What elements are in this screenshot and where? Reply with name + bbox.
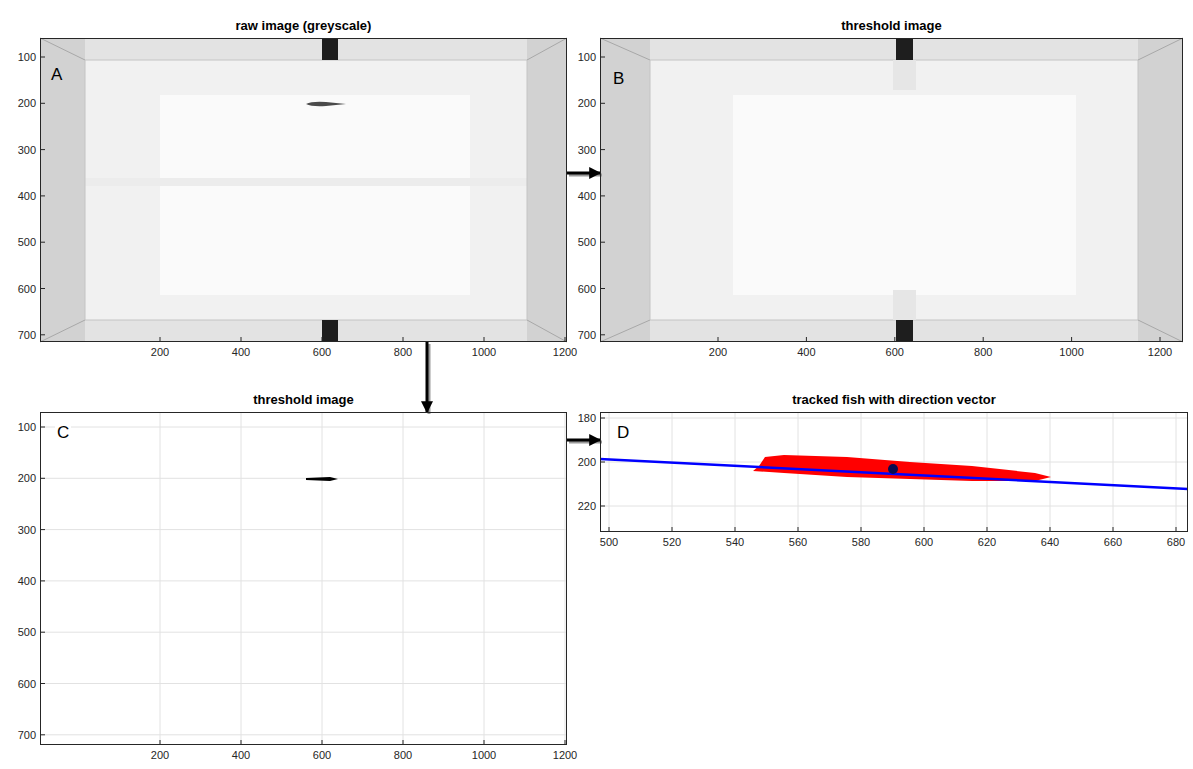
fish-blob xyxy=(306,477,338,481)
tick-label: 300 xyxy=(18,144,36,155)
tick-label: 220 xyxy=(578,501,596,512)
grid-line xyxy=(484,412,485,745)
grid-line xyxy=(40,478,567,479)
tick-label: 500 xyxy=(18,237,36,248)
tick-label: 580 xyxy=(852,537,870,548)
panel-letter: C xyxy=(55,423,71,442)
panel-letter: A xyxy=(49,65,64,84)
plot-title: threshold image xyxy=(1,392,606,407)
grid-line xyxy=(600,418,1188,419)
tick-label: 700 xyxy=(18,729,36,740)
tick-label: 200 xyxy=(578,457,596,468)
tick-label: 100 xyxy=(18,422,36,433)
tick-label: 1200 xyxy=(1148,347,1172,358)
plot-title: threshold image xyxy=(561,18,1193,33)
panel-letter: D xyxy=(615,423,631,442)
grid-line xyxy=(322,412,323,745)
tick-label: 180 xyxy=(578,413,596,424)
tick-label: 200 xyxy=(578,98,596,109)
tick-label: 400 xyxy=(18,575,36,586)
tick-label: 660 xyxy=(1104,537,1122,548)
tick-label: 100 xyxy=(578,52,596,63)
tick-label: 600 xyxy=(18,283,36,294)
flow-arrow xyxy=(567,172,600,175)
tick-label: 300 xyxy=(578,144,596,155)
grid-line xyxy=(1113,412,1114,532)
grid-line xyxy=(735,412,736,532)
tick-label: 600 xyxy=(578,283,596,294)
plot-title: raw image (greyscale) xyxy=(1,18,606,33)
tick-label: 500 xyxy=(600,537,618,548)
plot-title: tracked fish with direction vector xyxy=(561,392,1193,407)
plot-panel: threshold imageC xyxy=(40,412,567,745)
tick-label: 400 xyxy=(578,190,596,201)
tick-label: 600 xyxy=(886,347,904,358)
tick-label: 400 xyxy=(18,190,36,201)
tick-label: 400 xyxy=(232,750,250,761)
tick-label: 520 xyxy=(663,537,681,548)
tick-label: 500 xyxy=(18,627,36,638)
tick-label: 100 xyxy=(18,52,36,63)
tick-label: 800 xyxy=(974,347,992,358)
plot-panel: threshold imageB xyxy=(600,38,1183,342)
tick-label: 800 xyxy=(394,750,412,761)
grid-line xyxy=(40,427,567,428)
grid-line xyxy=(1050,412,1051,532)
grid-line xyxy=(40,734,567,735)
tank-image xyxy=(600,38,1183,342)
tick-label: 1000 xyxy=(472,347,496,358)
tick-label: 600 xyxy=(313,347,331,358)
tracked-fish xyxy=(600,455,1188,489)
grid-line xyxy=(609,412,610,532)
grid-line xyxy=(403,412,404,745)
tick-label: 700 xyxy=(578,329,596,340)
tick-label: 600 xyxy=(915,537,933,548)
plot-ground xyxy=(600,412,1188,532)
grid-line xyxy=(40,580,567,581)
tick-label: 200 xyxy=(151,750,169,761)
tick-label: 400 xyxy=(797,347,815,358)
grid-line xyxy=(565,412,566,745)
tick-label: 600 xyxy=(18,678,36,689)
grid-line xyxy=(1176,412,1177,532)
grid-line xyxy=(672,412,673,532)
tick-label: 400 xyxy=(232,347,250,358)
tick-label: 800 xyxy=(394,347,412,358)
panel-letter: B xyxy=(611,69,626,88)
grid-line xyxy=(241,412,242,745)
tick-label: 600 xyxy=(313,750,331,761)
grid-lines xyxy=(40,57,1188,745)
tick-label: 500 xyxy=(578,237,596,248)
grid-line xyxy=(40,683,567,684)
grid-line xyxy=(40,632,567,633)
tick-label: 200 xyxy=(18,98,36,109)
tick-label: 300 xyxy=(18,524,36,535)
plot-panel: raw image (greyscale)A xyxy=(40,38,567,342)
tick-label: 620 xyxy=(978,537,996,548)
direction-vector xyxy=(600,459,1188,489)
flow-arrow xyxy=(567,439,600,442)
tick-label: 200 xyxy=(151,347,169,358)
tick-label: 700 xyxy=(18,329,36,340)
grid-line xyxy=(40,529,567,530)
tick-label: 200 xyxy=(709,347,727,358)
tank-image xyxy=(40,38,567,342)
plot-panel: tracked fish with direction vectorD xyxy=(600,412,1188,532)
tick-label: 640 xyxy=(1041,537,1059,548)
tick-label: 1200 xyxy=(553,347,577,358)
flow-arrow xyxy=(426,342,429,412)
tick-label: 560 xyxy=(789,537,807,548)
tick-label: 680 xyxy=(1167,537,1185,548)
tick-label: 200 xyxy=(18,473,36,484)
plot-ground xyxy=(40,412,567,745)
centroid-dot xyxy=(888,464,898,474)
grid-line xyxy=(600,506,1188,507)
tick-label: 540 xyxy=(726,537,744,548)
tick-label: 1200 xyxy=(553,750,577,761)
grid-line xyxy=(160,412,161,745)
tick-label: 1000 xyxy=(472,750,496,761)
tick-label: 1000 xyxy=(1059,347,1083,358)
